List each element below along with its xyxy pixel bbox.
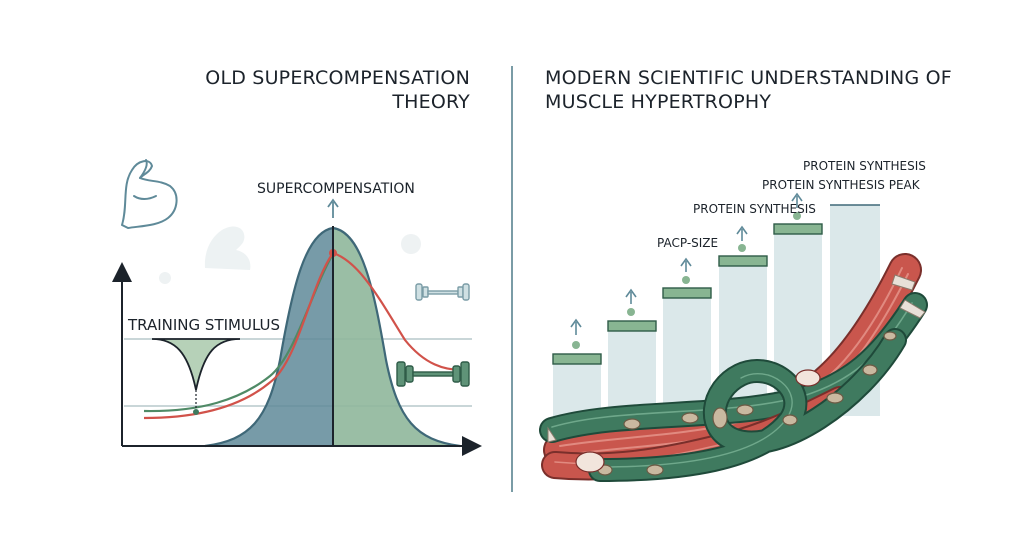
step-dots <box>572 212 801 349</box>
dumbbell-icon <box>415 283 470 301</box>
dumbbell-icon <box>396 361 470 387</box>
step-bar-cap <box>662 287 712 299</box>
pacp-size-label: PACP-SIZE <box>657 236 718 250</box>
step-arrows <box>570 192 803 335</box>
supercompensation-label: SUPERCOMPENSATION <box>257 181 415 197</box>
flexed-arm-icon <box>121 159 178 229</box>
decorative-dot <box>159 272 171 284</box>
right-title-line-2: MUSCLE HYPERTROPHY <box>545 91 772 113</box>
protein-synthesis-peak-label: PROTEIN SYNTHESIS PEAK <box>762 178 921 192</box>
step-bar <box>663 298 711 416</box>
adaptation-line-red <box>143 251 463 420</box>
faint-arm-icon <box>204 226 251 270</box>
muscle-fiber-illustration <box>539 253 928 482</box>
decorative-dot <box>401 234 421 254</box>
training-stimulus-label: TRAINING STIMULUS <box>127 316 280 334</box>
left-panel-title: OLD SUPERCOMPENSATION THEORY <box>150 66 470 114</box>
right-title-line-1: MODERN SCIENTIFIC UNDERSTANDING OF <box>545 67 952 89</box>
step-bar <box>553 364 601 416</box>
step-bar-cap <box>607 320 657 332</box>
step-bar-cap <box>552 353 602 365</box>
step-bar-cap <box>773 223 823 235</box>
left-title-line-1: OLD SUPERCOMPENSATION <box>205 67 470 89</box>
stimulus-point <box>193 409 199 415</box>
step-bar-cap <box>718 255 768 267</box>
step-bar <box>608 331 656 416</box>
up-arrow-icon <box>327 198 339 218</box>
protein-synthesis-top-label: PROTEIN SYNTHESIS <box>803 159 926 173</box>
left-title-line-2: THEORY <box>392 91 470 113</box>
training-stimulus-dip <box>151 338 241 391</box>
protein-synthesis-label: PROTEIN SYNTHESIS <box>693 202 816 216</box>
right-panel-title: MODERN SCIENTIFIC UNDERSTANDING OF MUSCL… <box>545 66 965 114</box>
